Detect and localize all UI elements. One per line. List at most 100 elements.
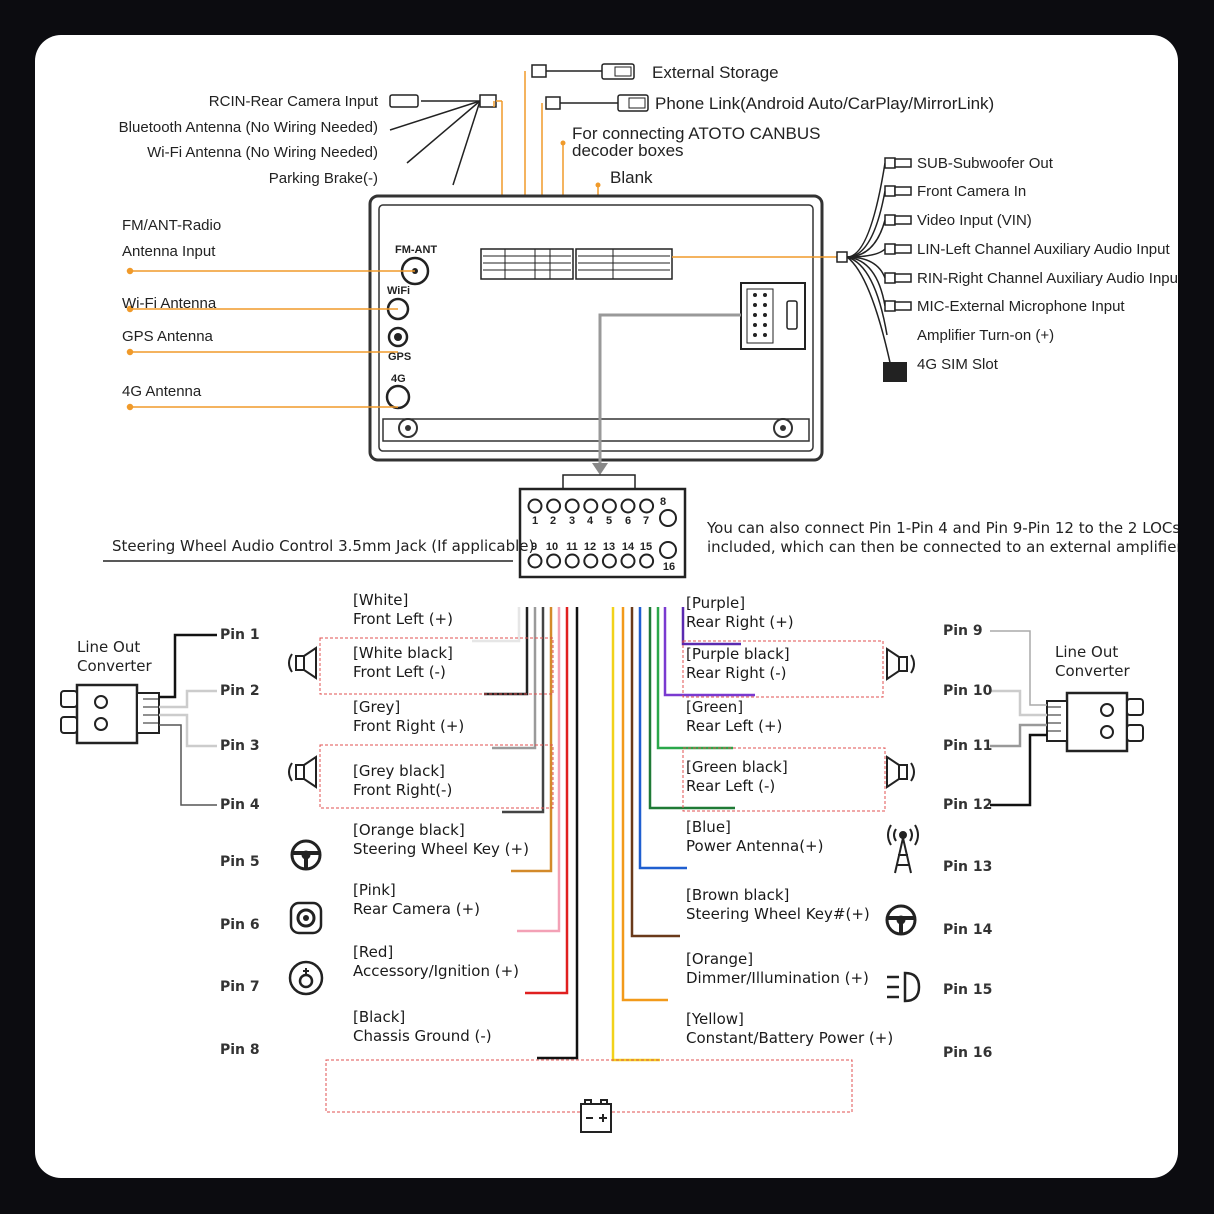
wire	[611, 607, 660, 1062]
speaker-icon	[886, 647, 915, 681]
rca-plug-icon	[884, 157, 912, 169]
speaker-group-front-left	[319, 637, 554, 695]
pin-number: 12	[584, 541, 596, 553]
right-output-label: 4G SIM Slot	[917, 356, 999, 373]
speaker-icon	[886, 755, 915, 789]
rca-plug-icon	[884, 300, 912, 312]
pin-hole	[583, 498, 599, 514]
pin-number: 8	[660, 496, 666, 508]
pin-hole	[601, 553, 617, 569]
wire-color-label: [Green black]	[686, 758, 788, 776]
wire-color-label: [Orange black]	[353, 821, 465, 839]
pin-number: 6	[625, 515, 631, 527]
loc-left-label-1: Line Out	[77, 638, 140, 656]
rca-plug-icon	[389, 94, 419, 108]
pin-hole	[620, 498, 636, 514]
wire	[648, 607, 735, 810]
pin-hole	[583, 553, 599, 569]
loc-note-1: You can also connect Pin 1-Pin 4 and Pin…	[706, 519, 1178, 537]
right-output-label: Front Camera In	[917, 183, 1026, 200]
bt-antenna-label: Bluetooth Antenna (No Wiring Needed)	[119, 119, 378, 136]
pin-label: Pin 13	[943, 859, 992, 875]
wire-function-label: Rear Left (-)	[686, 777, 775, 795]
harness-connector	[480, 248, 574, 280]
fm-radio-label-1: FM/ANT-Radio	[122, 217, 221, 234]
rca-plug-icon	[884, 243, 912, 255]
pin-hole	[639, 553, 655, 569]
right-output-label: RIN-Right Channel Auxiliary Audio Input	[917, 270, 1178, 287]
pin-label: Pin 4	[220, 797, 260, 813]
wire-function-label: Chassis Ground (-)	[353, 1027, 492, 1045]
external-storage-label: External Storage	[652, 63, 779, 82]
pin-label: Pin 1	[220, 627, 260, 643]
pin-label: Pin 12	[943, 797, 992, 813]
pin-label: Pin 9	[943, 623, 983, 639]
battery-icon	[580, 1099, 612, 1133]
wire-function-label: Front Left (+)	[353, 610, 453, 628]
parking-brake-label: Parking Brake(-)	[269, 170, 378, 187]
rca-plug-icon	[884, 214, 912, 226]
left-pin-list: Pin 1[White]Front Left (+)Pin 2[White bl…	[220, 591, 579, 1060]
speaker-icon	[288, 755, 317, 789]
pin-number: 3	[569, 515, 575, 527]
pin-label: Pin 8	[220, 1042, 260, 1058]
right-output-label: Video Input (VIN)	[917, 212, 1032, 229]
right-output-label: SUB-Subwoofer Out	[917, 155, 1054, 172]
wire-color-label: [Grey black]	[353, 762, 445, 780]
pin-hole	[527, 553, 543, 569]
wire-color-label: [Yellow]	[686, 1010, 744, 1028]
pin-label: Pin 10	[943, 683, 993, 699]
canbus-label-2: decoder boxes	[572, 141, 684, 160]
wire	[537, 607, 579, 1060]
pin-label: Pin 11	[943, 738, 992, 754]
pin-number: 5	[606, 515, 612, 527]
speaker-group-rear-right	[682, 640, 884, 698]
wire	[638, 607, 687, 870]
wire-function-label: Front Left (-)	[353, 663, 446, 681]
wire-function-label: Rear Right (-)	[686, 664, 787, 682]
wire	[630, 607, 680, 938]
pin-number: 15	[640, 541, 652, 553]
right-output-label: MIC-External Microphone Input	[917, 298, 1125, 315]
pin-label: Pin 16	[943, 1045, 992, 1061]
pin-label: Pin 2	[220, 683, 260, 699]
headlight-icon	[887, 971, 921, 1003]
wire-color-label: [Grey]	[353, 698, 400, 716]
steering-wheel-icon	[885, 904, 917, 936]
pin-hole	[620, 553, 636, 569]
pin-hole	[564, 553, 580, 569]
wire-function-label: Dimmer/Illumination (+)	[686, 969, 869, 987]
line-out-converter-right	[990, 630, 1144, 807]
wire-color-label: [Orange]	[686, 950, 753, 968]
wire-color-label: [Red]	[353, 943, 393, 961]
loc-note-2: included, which can then be connected to…	[707, 538, 1178, 556]
wire-color-label: [White black]	[353, 644, 453, 662]
pin-hole	[564, 498, 580, 514]
pin-label: Pin 3	[220, 738, 260, 754]
steering-wheel-icon	[290, 839, 322, 871]
right-output-label: Amplifier Turn-on (+)	[917, 327, 1054, 344]
pin-number: 9	[531, 541, 537, 553]
antenna-leaders	[126, 267, 415, 411]
wire	[517, 607, 561, 933]
steering-jack-label: Steering Wheel Audio Control 3.5mm Jack …	[112, 537, 534, 555]
sim-card-icon	[883, 362, 907, 382]
wire-function-label: Rear Left (+)	[686, 717, 782, 735]
grey-arrow	[598, 313, 741, 467]
wire-function-label: Rear Camera (+)	[353, 900, 480, 918]
loc-right-label-1: Line Out	[1055, 643, 1118, 661]
pin-number: 10	[546, 541, 558, 553]
wire-function-label: Rear Right (+)	[686, 613, 794, 631]
line-out-converter-left	[60, 633, 217, 806]
wire	[511, 607, 553, 873]
wire-color-label: [Pink]	[353, 881, 396, 899]
4g-antenna-label: 4G Antenna	[122, 383, 202, 400]
phone-link-label: Phone Link(Android Auto/CarPlay/MirrorLi…	[655, 94, 994, 113]
wire	[484, 607, 529, 696]
4g-tag: 4G	[391, 373, 406, 385]
rca-plug-icon	[884, 272, 912, 284]
harness-connector	[575, 248, 673, 280]
wire	[502, 607, 545, 814]
pin-label: Pin 14	[943, 922, 993, 938]
